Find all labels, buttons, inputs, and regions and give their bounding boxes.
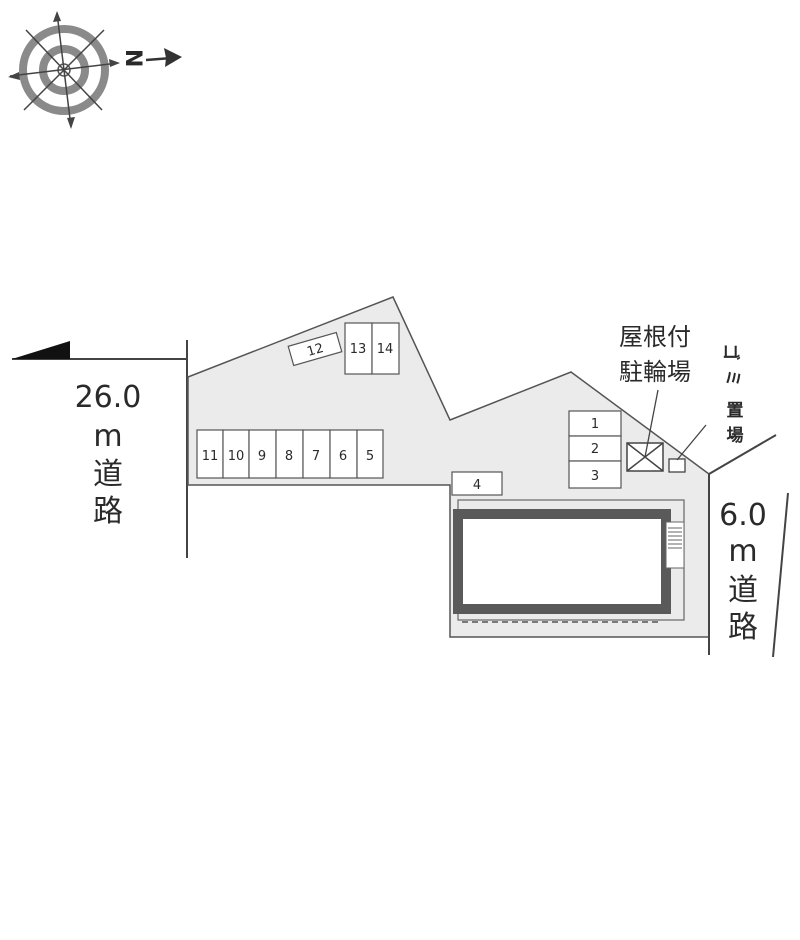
right-road-width: 6.0 [719, 498, 767, 533]
right-road-char-1: 道 [728, 573, 758, 608]
parking-slot-number: 4 [473, 478, 481, 493]
parking-slot-number: 9 [258, 449, 266, 464]
left-road-unit: m [93, 419, 122, 454]
balcony [665, 521, 685, 569]
garbage-label-char-2: ミ [722, 370, 742, 387]
north-label: N [120, 49, 145, 67]
parking-slot-number: 12 [305, 341, 325, 360]
compass-ring-outer [19, 25, 109, 115]
parking-slot: 8 [275, 429, 304, 479]
building-wall [453, 509, 671, 614]
parking-slot-number: 11 [202, 449, 219, 464]
north-arrow-icon [145, 48, 182, 67]
compass-spokes [9, 12, 119, 128]
road-direction-arrow-icon [12, 341, 70, 359]
road-diagonal-edge [708, 434, 777, 475]
parking-slot-number: 2 [591, 442, 599, 457]
bicycle-parking-label-line-1: 屋根付 [619, 323, 691, 351]
bicycle-parking-label-line-2: 駐輪場 [619, 358, 691, 386]
road-edge-right [772, 492, 789, 658]
parking-slot-number: 3 [591, 469, 599, 484]
compass-arrowheads [8, 11, 120, 129]
left-road-char-1: 道 [93, 457, 123, 492]
parking-slot: 13 [344, 322, 373, 375]
garbage-label-char-4: 場 [727, 426, 744, 446]
parking-slot: 1 [568, 410, 622, 437]
parking-slot: 2 [568, 435, 622, 462]
parking-slot: 6 [329, 429, 358, 479]
garbage-label-char-1: ゴ [720, 344, 741, 361]
leader-line [676, 424, 707, 461]
parking-slot-4: 4 [451, 471, 503, 496]
right-road: 6.0 m 道 路 [708, 434, 789, 658]
right-road-char-2: 路 [728, 610, 758, 645]
parking-slot-number: 10 [228, 449, 245, 464]
parking-slot-number: 5 [366, 449, 374, 464]
parking-slot-12: 12 [287, 331, 343, 367]
garbage-area [668, 424, 707, 473]
compass-ring-inner [39, 45, 89, 95]
parking-slot-number: 14 [377, 342, 394, 357]
parking-slot-number: 13 [350, 342, 367, 357]
parking-slot-number: 1 [591, 417, 599, 432]
building [453, 499, 685, 623]
parking-stack-right: 1 2 3 [568, 410, 622, 489]
parking-pair-top: 13 14 [344, 322, 400, 375]
left-road: 26.0 m 道 路 [12, 340, 188, 558]
left-road-char-2: 路 [93, 494, 123, 529]
parking-slot: 7 [302, 429, 331, 479]
parking-row-bottom: 11 10 9 8 7 6 5 [196, 429, 384, 479]
parking-slot-number: 8 [285, 449, 293, 464]
parking-slot: 11 [196, 429, 224, 479]
parking-slot: 10 [222, 429, 250, 479]
parking-slot: 5 [356, 429, 384, 479]
parking-slot: 14 [371, 322, 400, 375]
garbage-label-char-3: 置 [727, 401, 744, 421]
leader-line [644, 389, 659, 458]
compass: N [8, 11, 182, 129]
bicycle-parking [626, 389, 664, 472]
parking-slot-number: 6 [339, 449, 347, 464]
stairs-icon [668, 527, 682, 549]
parking-slot: 9 [248, 429, 277, 479]
parking-slot-number: 7 [312, 449, 320, 464]
left-road-width: 26.0 [75, 380, 142, 415]
right-road-unit: m [728, 534, 757, 569]
parking-slot: 3 [568, 460, 622, 489]
